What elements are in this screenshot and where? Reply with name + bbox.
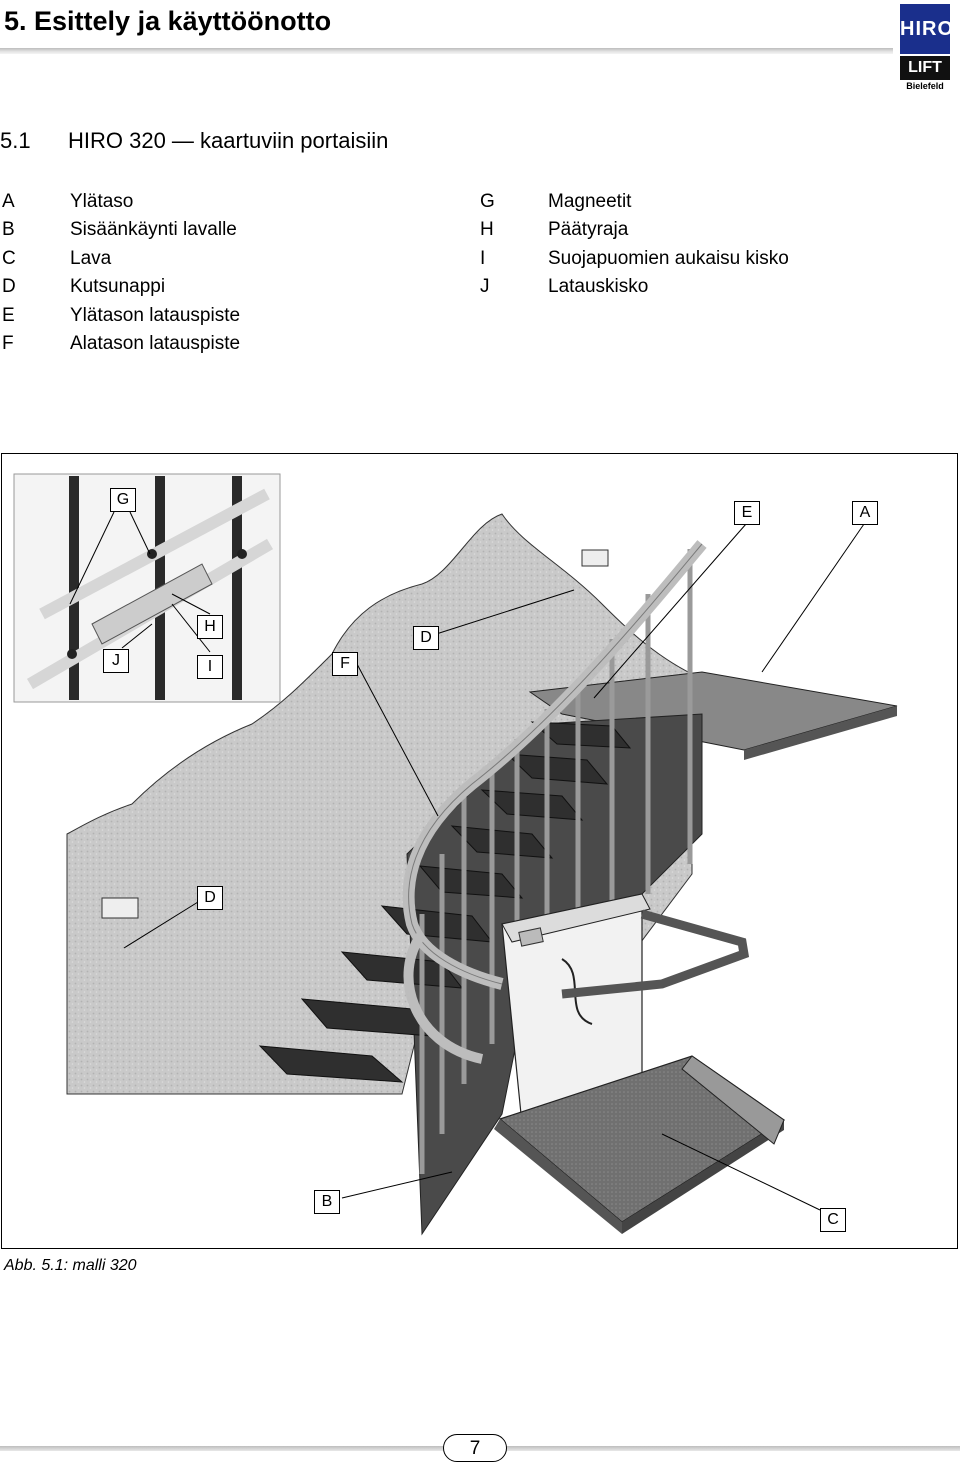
call-button-lower <box>101 897 139 919</box>
callout-d-lower: D <box>197 886 223 910</box>
hiro-lift-logo: HIRO LIFT Bielefeld <box>900 4 953 92</box>
section-heading: 5.1 HIRO 320 — kaartuviin portaisiin <box>0 128 388 154</box>
callout-g: G <box>110 488 136 512</box>
logo-city: Bielefeld <box>906 81 944 91</box>
header-rule <box>0 48 893 54</box>
figure-caption: Abb. 5.1: malli 320 <box>4 1257 137 1274</box>
callout-b: B <box>314 1190 340 1214</box>
leader-lines <box>69 511 865 1211</box>
callout-d-upper: D <box>413 626 439 650</box>
detail-inset-rails <box>26 476 274 700</box>
logo-brand-top: HIRO <box>900 4 953 54</box>
callout-h: H <box>197 615 223 639</box>
callout-c: C <box>820 1208 846 1232</box>
callout-e: E <box>734 501 760 525</box>
section-number: 5.1 <box>0 128 31 153</box>
stairlift-illustration <box>13 473 898 1236</box>
callout-a: A <box>852 501 878 525</box>
callout-i: I <box>197 655 223 679</box>
chapter-title: 5. Esittely ja käyttöönotto <box>4 6 332 36</box>
figure-frame: G E A H D J I F D B C <box>1 453 958 1249</box>
section-title: HIRO 320 — kaartuviin portaisiin <box>68 128 389 153</box>
call-button-upper <box>581 549 609 567</box>
callout-f: F <box>332 652 358 676</box>
page-number: 7 <box>443 1434 507 1462</box>
callout-j: J <box>103 649 129 673</box>
guard-arm <box>561 909 750 999</box>
platform-ramp <box>681 1055 785 1145</box>
logo-brand-bottom: LIFT <box>900 56 950 80</box>
